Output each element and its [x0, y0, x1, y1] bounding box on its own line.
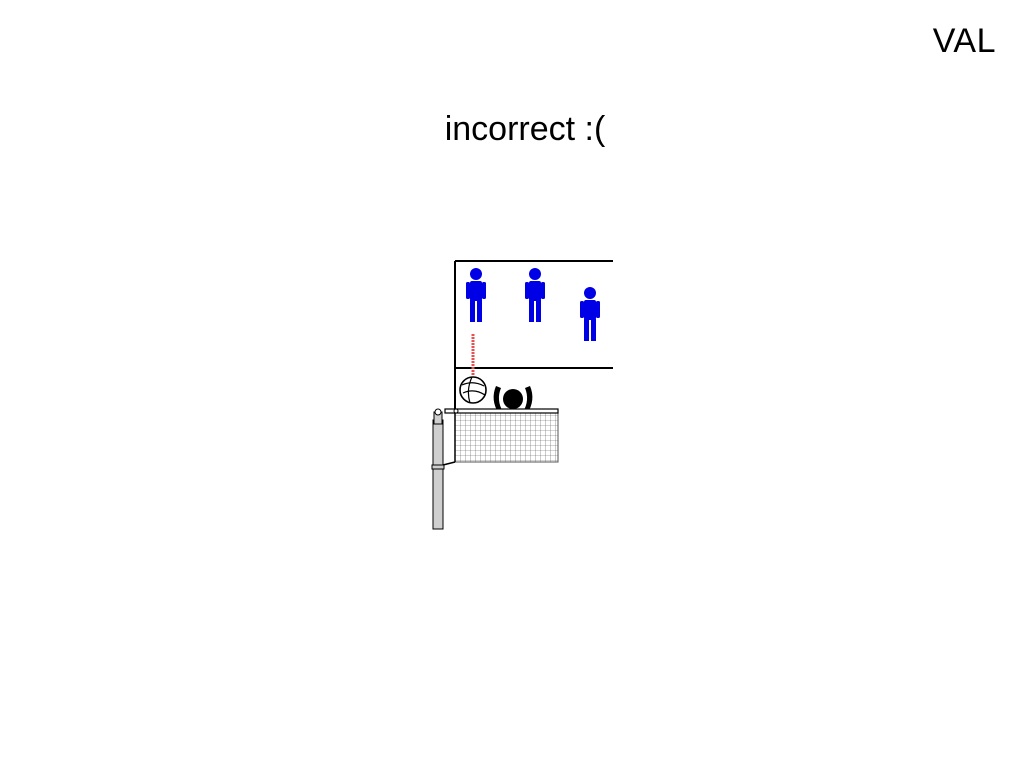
- player-figure-icon: [525, 268, 545, 322]
- court-frame: [454, 260, 613, 410]
- volleyball-icon: [459, 376, 487, 404]
- feedback-text: incorrect :(: [444, 110, 606, 148]
- player-figure-icon: [580, 287, 600, 341]
- condition-label: VAL: [932, 22, 996, 60]
- pole-icon: [431, 408, 445, 530]
- player-figure-icon: [466, 268, 486, 322]
- net-icon: [442, 408, 559, 466]
